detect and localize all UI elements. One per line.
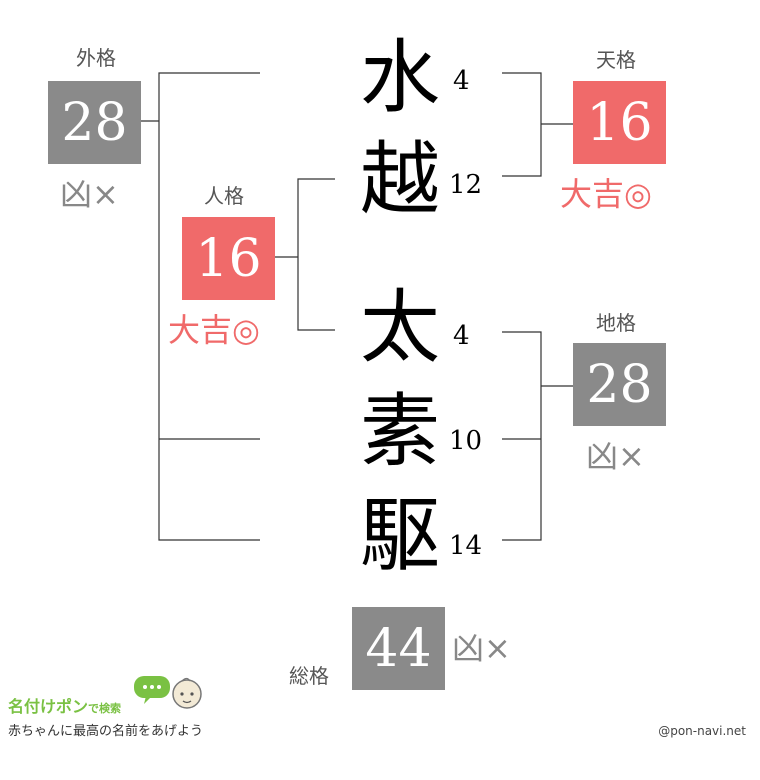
gaikaku-value-box: 28 — [48, 81, 141, 164]
soukaku-fortune: 凶× — [452, 629, 511, 667]
jinkaku-fortune: 大吉◎ — [168, 311, 260, 349]
given-char-1: 太 — [360, 281, 440, 374]
soukaku-value-box: 44 — [352, 607, 445, 690]
chikaku-bracket — [502, 331, 542, 541]
brand-title: 名付けポンで検索 — [8, 693, 121, 717]
tenkaku-fortune: 大吉◎ — [560, 175, 652, 213]
credit-text: @pon-navi.net — [658, 724, 746, 738]
given-char-2: 素 — [360, 385, 440, 478]
brand-search-text: で検索 — [88, 702, 122, 715]
surname-char-1-strokes: 4 — [453, 66, 470, 96]
tenkaku-label: 天格 — [596, 48, 636, 72]
gaikaku-label: 外格 — [76, 46, 116, 70]
surname-char-2: 越 — [360, 133, 440, 226]
brand-tagline: 赤ちゃんに最高の名前をあげよう — [8, 724, 204, 739]
brand-name: 名付けポン — [8, 697, 89, 716]
jinkaku-bracket — [297, 178, 335, 331]
baby-logo-icon — [134, 676, 202, 709]
given-char-3: 駆 — [360, 489, 440, 582]
chikaku-label: 地格 — [596, 311, 636, 335]
gaikaku-bracket — [158, 72, 260, 541]
surname-char-1: 水 — [360, 31, 440, 124]
given-char-3-strokes: 14 — [449, 531, 483, 561]
jinkaku-label: 人格 — [204, 184, 244, 208]
chikaku-value-box: 28 — [573, 343, 666, 426]
chikaku-fortune: 凶× — [586, 437, 645, 475]
surname-char-2-strokes: 12 — [449, 170, 483, 200]
jinkaku-value-box: 16 — [182, 217, 275, 300]
tenkaku-bracket — [502, 72, 542, 177]
given-char-2-strokes: 10 — [449, 426, 483, 456]
tenkaku-value-box: 16 — [573, 81, 666, 164]
soukaku-label: 総格 — [289, 664, 329, 688]
given-char-1-strokes: 4 — [453, 321, 470, 351]
gaikaku-fortune: 凶× — [60, 175, 119, 213]
